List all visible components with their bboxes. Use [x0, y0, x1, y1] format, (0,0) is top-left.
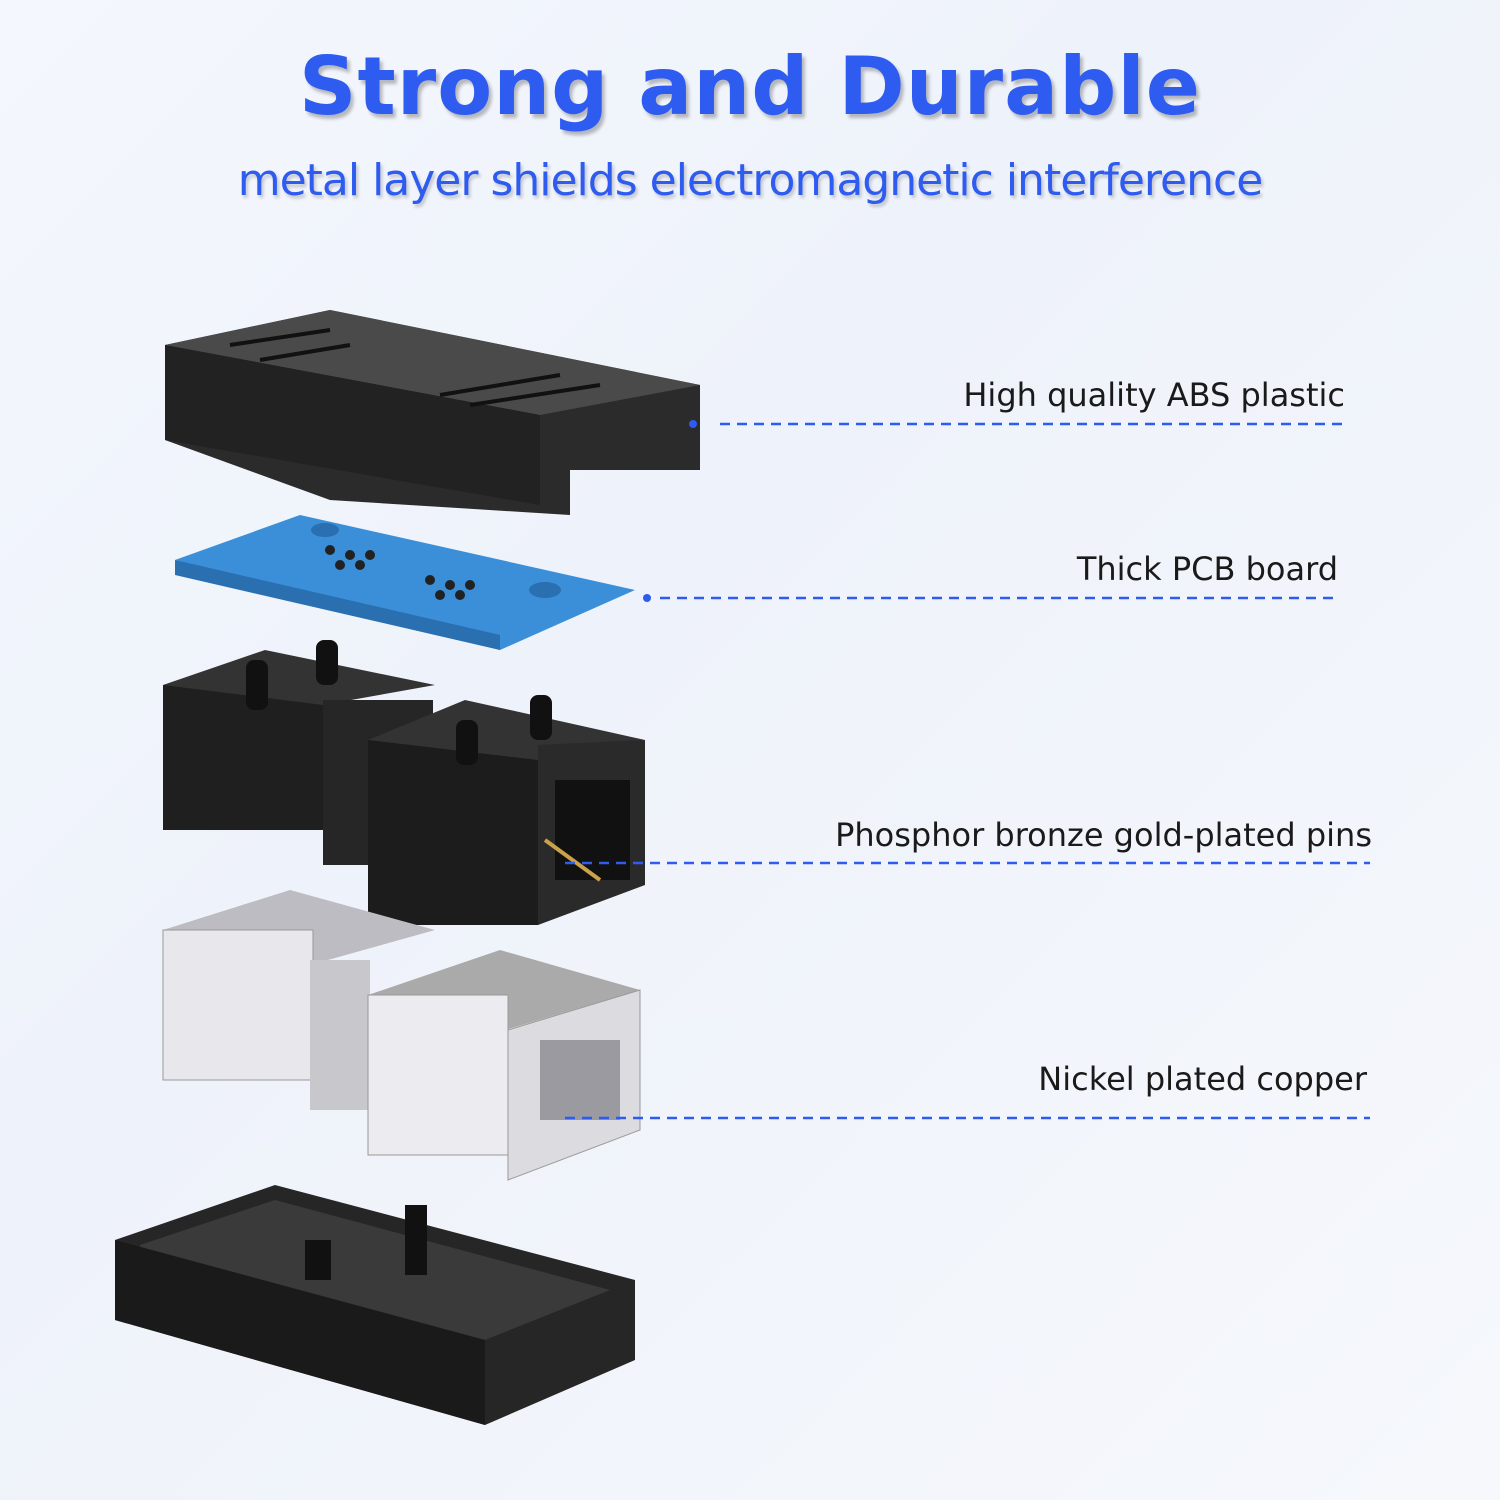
page-title: Strong and Durable [298, 40, 1202, 133]
rj45-jacks [163, 640, 645, 925]
callout-dot [689, 420, 697, 428]
bottom-cover [115, 1185, 635, 1425]
callout-abs-plastic: High quality ABS plastic [963, 376, 1345, 414]
callout-gold-pins: Phosphor bronze gold-plated pins [835, 816, 1372, 854]
page-subtitle: metal layer shields electromagnetic inte… [237, 155, 1264, 206]
pcb-board [175, 515, 635, 650]
callout-dot [643, 594, 651, 602]
top-cover [165, 310, 700, 515]
nickel-shields [162, 890, 641, 1181]
callout-nickel-copper: Nickel plated copper [1038, 1060, 1367, 1098]
callout-pcb-board: Thick PCB board [1076, 550, 1338, 588]
